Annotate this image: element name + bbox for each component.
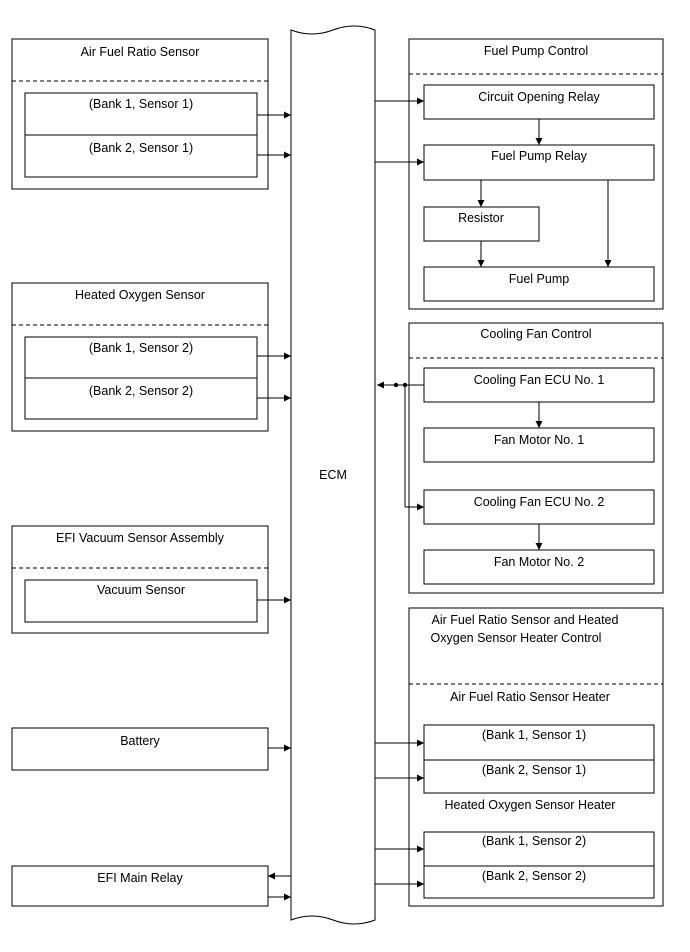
vacuum-sensor-group: [11, 525, 269, 634]
heater-control-title-line2: Oxygen Sensor Heater Control: [431, 631, 602, 645]
fuel-pump-control-title: Fuel Pump Control: [484, 44, 588, 58]
afr-sensor-bank2: (Bank 2, Sensor 1): [89, 141, 193, 155]
ho2-sensor-group: [11, 282, 269, 432]
main-relay-label: EFI Main Relay: [97, 871, 183, 885]
ho2-heater-bank2: (Bank 2, Sensor 2): [482, 869, 586, 883]
heater-control-group: [408, 607, 664, 907]
ho2-sensor-bank1: (Bank 1, Sensor 2): [89, 341, 193, 355]
cooling-fan-control-group: [408, 322, 664, 594]
fan-motor2-label: Fan Motor No. 2: [494, 555, 584, 569]
afr-sensor-title: Air Fuel Ratio Sensor: [81, 45, 200, 59]
ecm-box: [290, 25, 376, 925]
ho2-heater-bank1: (Bank 1, Sensor 2): [482, 834, 586, 848]
resistor-label: Resistor: [458, 211, 504, 225]
ho2-sensor-bank2: (Bank 2, Sensor 2): [89, 384, 193, 398]
afr-heater-title: Air Fuel Ratio Sensor Heater: [450, 690, 610, 704]
ecm-label: ECM: [319, 468, 347, 482]
fuel-pump-label: Fuel Pump: [509, 272, 569, 286]
fan-motor1-label: Fan Motor No. 1: [494, 433, 584, 447]
junction-dot: [393, 382, 399, 388]
ho2-heater-title: Heated Oxygen Sensor Heater: [445, 798, 616, 812]
heater-control-title-line1: Air Fuel Ratio Sensor and Heated: [432, 613, 619, 627]
afr-heater-bank1: (Bank 1, Sensor 1): [482, 728, 586, 742]
afr-heater-bank2: (Bank 2, Sensor 1): [482, 763, 586, 777]
cooling-fan-ecu2-label: Cooling Fan ECU No. 2: [474, 495, 605, 509]
circuit-opening-relay-label: Circuit Opening Relay: [478, 90, 600, 104]
afr-sensor-group: [11, 38, 269, 190]
afr-sensor-bank1: (Bank 1, Sensor 1): [89, 97, 193, 111]
battery-box: [11, 727, 269, 771]
battery-label: Battery: [120, 734, 160, 748]
fuel-pump-relay-label: Fuel Pump Relay: [491, 149, 588, 163]
fuel-pump-control-group: [408, 38, 664, 310]
main-relay-box: [11, 865, 269, 907]
vacuum-sensor-label: Vacuum Sensor: [97, 583, 185, 597]
cooling-fan-ecu1-label: Cooling Fan ECU No. 1: [474, 373, 605, 387]
ho2-sensor-title: Heated Oxygen Sensor: [75, 288, 205, 302]
vacuum-assembly-title: EFI Vacuum Sensor Assembly: [56, 531, 225, 545]
cooling-fan-control-title: Cooling Fan Control: [480, 327, 591, 341]
junction-dot: [402, 382, 408, 388]
